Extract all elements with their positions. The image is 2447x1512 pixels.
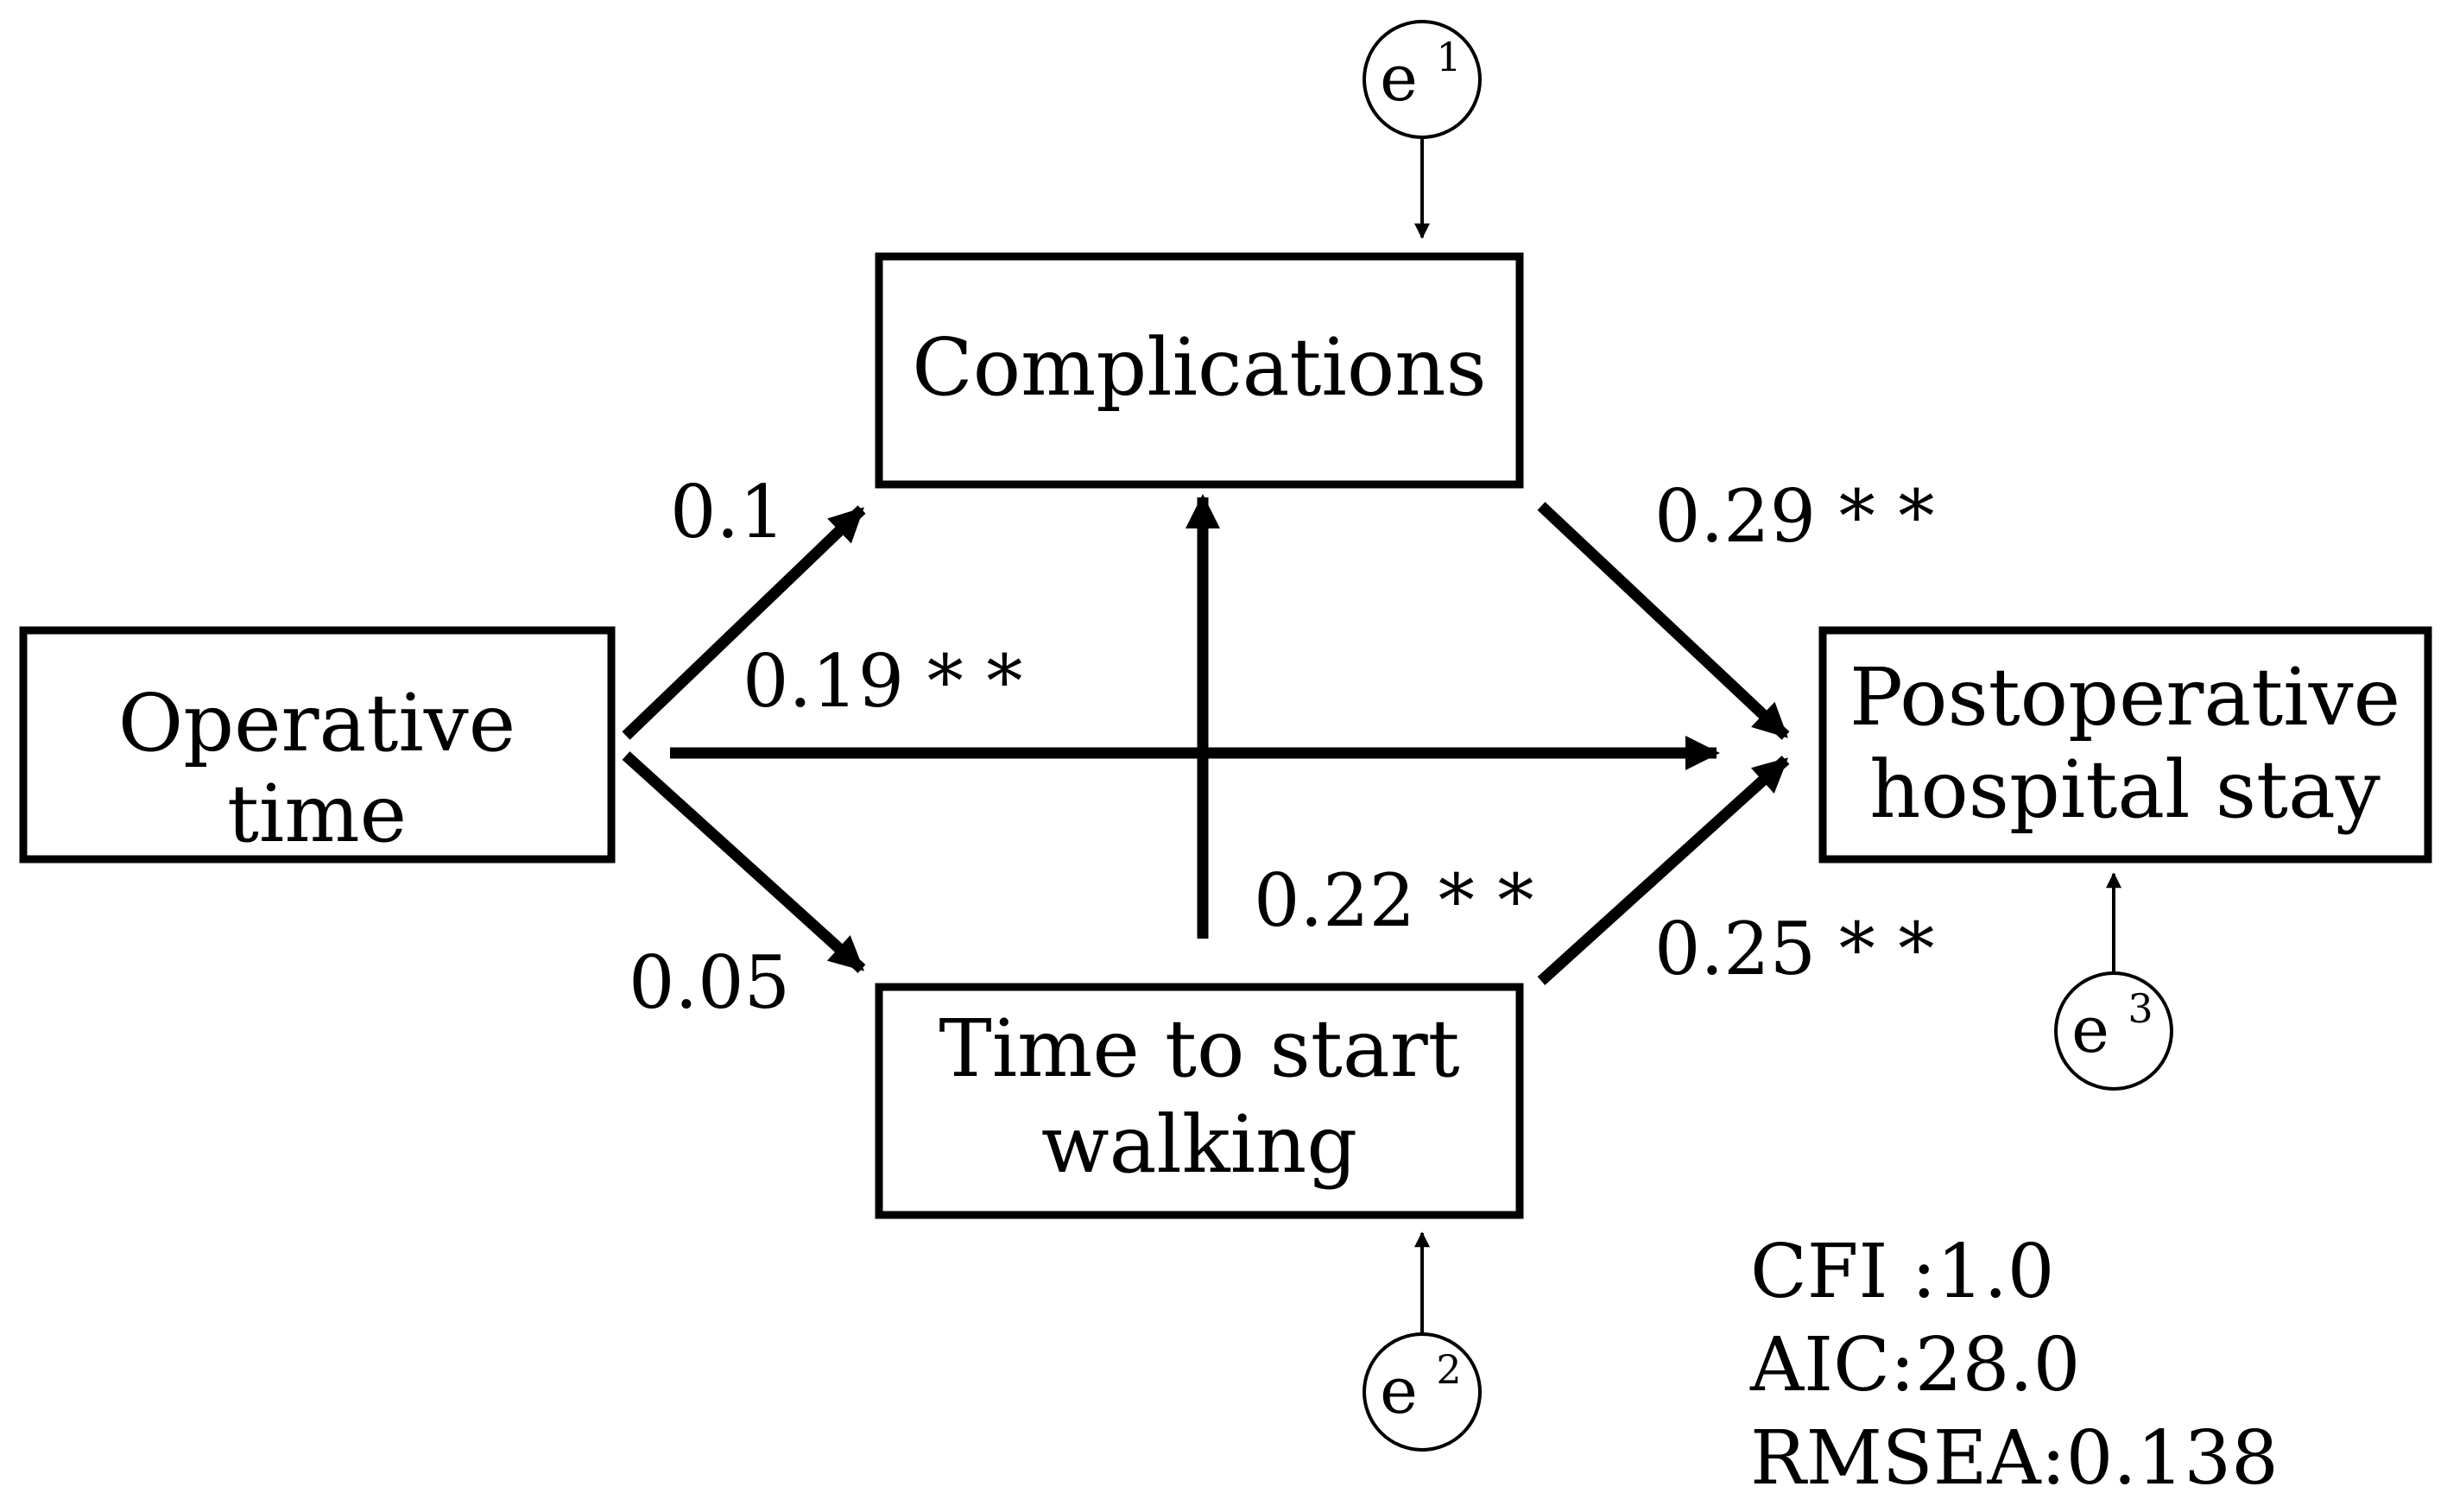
coef-operative-to-complications: 0.1: [670, 470, 786, 554]
node-hospital-stay-line2: hospital stay: [1869, 743, 2381, 836]
node-hospital-stay-line1: Postoperative: [1849, 651, 2400, 743]
error-e3-sup: 3: [2128, 985, 2153, 1032]
node-complications: Complications: [875, 252, 1524, 489]
coef-operative-to-hospital-stay: 0.19 * *: [743, 639, 1022, 724]
error-e3-base: e: [2071, 993, 2109, 1067]
node-postoperative-hospital-stay: Postoperative hospital stay: [1818, 626, 2432, 864]
error-term-e1: e 1: [1363, 20, 1482, 139]
fit-cfi: CFI :1.0: [1750, 1229, 2055, 1315]
node-operative-time-line2: time: [227, 768, 407, 860]
arrow-operative-to-walking: [622, 751, 866, 973]
coef-walking-to-hospital-stay: 0.25 * *: [1654, 907, 1934, 991]
coef-operative-to-walking: 0.05: [629, 940, 790, 1025]
error-e1-base: e: [1380, 41, 1418, 116]
node-time-to-start-walking: Time to start walking: [875, 983, 1524, 1219]
arrow-walking-to-hospital-stay: [1537, 756, 1790, 985]
arrow-operative-to-complications: [622, 505, 866, 740]
error-term-e3: e 3: [2054, 971, 2173, 1091]
error-e1-sup: 1: [1436, 34, 1461, 80]
error-e2-base: e: [1380, 1354, 1418, 1428]
coef-walking-to-complications: 0.22 * *: [1254, 858, 1533, 943]
arrow-complications-to-hospital-stay: [1537, 502, 1790, 740]
node-complications-label: Complications: [912, 321, 1486, 414]
node-operative-time: Operative time: [19, 626, 616, 864]
coef-complications-to-hospital-stay: 0.29 * *: [1654, 474, 1934, 559]
fit-aic: AIC:28.0: [1749, 1322, 2080, 1408]
fit-rmsea: RMSEA:0.138: [1750, 1415, 2279, 1502]
node-time-to-start-walking-line1: Time to start: [939, 1003, 1459, 1095]
node-time-to-start-walking-line2: walking: [1041, 1098, 1357, 1191]
error-e2-sup: 2: [1436, 1346, 1461, 1393]
error-term-e2: e 2: [1363, 1332, 1482, 1452]
node-operative-time-line1: Operative: [118, 677, 515, 769]
